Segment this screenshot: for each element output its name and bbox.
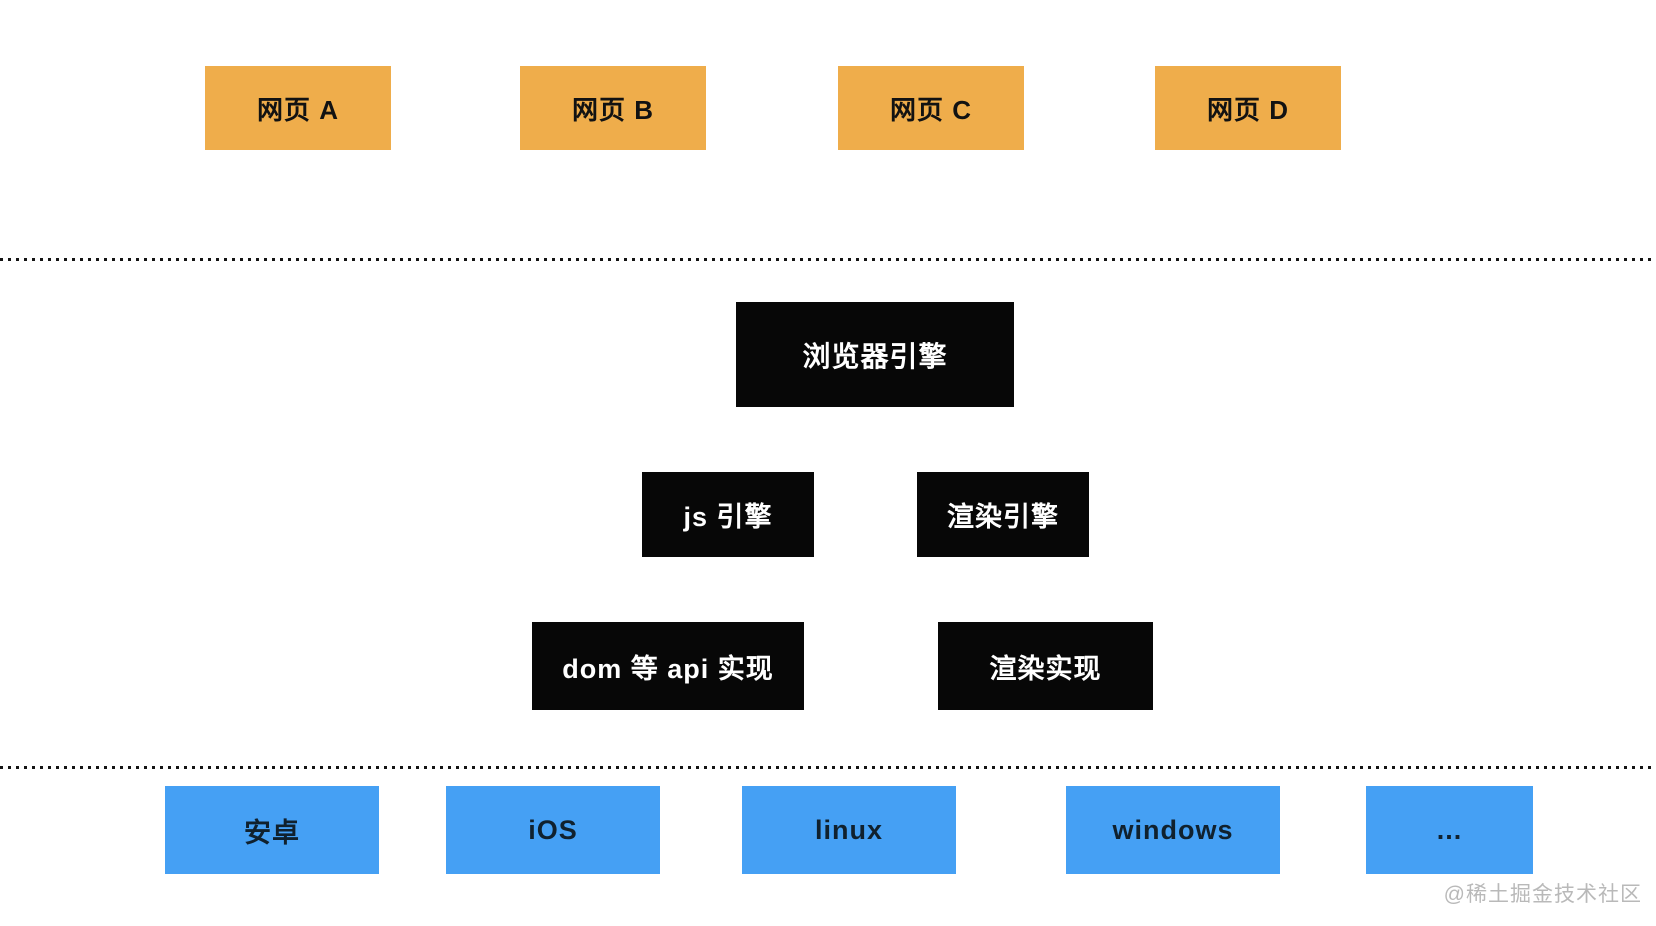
watermark: @稀土掘金技术社区 bbox=[1443, 883, 1642, 906]
webpage-d-box: 网页 D bbox=[1155, 66, 1341, 150]
os-ios-box: iOS bbox=[446, 786, 660, 874]
webpage-b-box: 网页 B bbox=[520, 66, 706, 150]
divider-top bbox=[0, 258, 1656, 261]
os-windows-box: windows bbox=[1066, 786, 1280, 874]
js-engine-box: js 引擎 bbox=[642, 472, 814, 557]
os-more-box: ... bbox=[1366, 786, 1533, 874]
render-engine-box: 渲染引擎 bbox=[917, 472, 1089, 557]
os-linux-box: linux bbox=[742, 786, 956, 874]
webpage-a-box: 网页 A bbox=[205, 66, 391, 150]
browser-engine-box: 浏览器引擎 bbox=[736, 302, 1014, 407]
divider-bottom bbox=[0, 766, 1656, 769]
render-impl-box: 渲染实现 bbox=[938, 622, 1153, 710]
os-android-box: 安卓 bbox=[165, 786, 379, 874]
webpage-c-box: 网页 C bbox=[838, 66, 1024, 150]
dom-api-impl-box: dom 等 api 实现 bbox=[532, 622, 804, 710]
